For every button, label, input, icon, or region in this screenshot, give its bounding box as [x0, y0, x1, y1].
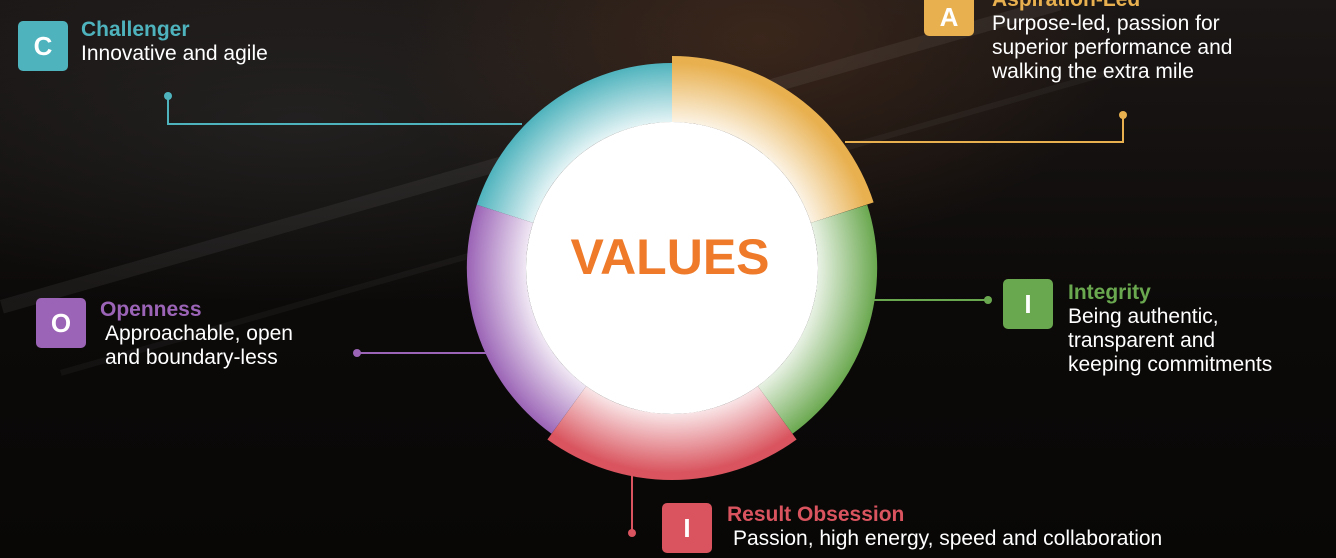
integrity-description: Being authentic, transparent and keeping…	[1068, 305, 1273, 376]
result-connector-dot	[628, 529, 636, 537]
challenger-title: Challenger	[81, 18, 190, 41]
result-obsession-letter: I	[683, 512, 691, 543]
challenger-connector-dot	[164, 92, 172, 100]
integrity-connector-dot	[984, 296, 992, 304]
center-circle	[526, 122, 818, 414]
aspiration-letter: A	[939, 1, 959, 32]
openness-badge: O	[36, 298, 86, 348]
challenger-letter: C	[33, 30, 53, 61]
challenger-description: Innovative and agile	[81, 42, 268, 65]
openness-label: Openness Approachable, open and boundary…	[100, 298, 293, 370]
challenger-label: Challenger Innovative and agile	[81, 18, 268, 66]
challenger-segment	[476, 62, 672, 223]
aspiration-label: Aspiration-Led Purpose-led, passion for …	[992, 0, 1232, 84]
aspiration-badge: A	[924, 0, 974, 36]
aspiration-description: Purpose-led, passion for superior perfor…	[992, 12, 1233, 83]
integrity-badge: I	[1003, 279, 1053, 329]
result-obsession-badge: I	[662, 503, 712, 553]
challenger-badge: C	[18, 21, 68, 71]
integrity-title: Integrity	[1068, 281, 1151, 304]
aspiration-segment	[672, 56, 874, 223]
integrity-letter: I	[1024, 288, 1032, 319]
result-obsession-title: Result Obsession	[727, 503, 905, 526]
openness-segment	[466, 204, 587, 434]
openness-title: Openness	[100, 298, 202, 321]
integrity-label: Integrity Being authentic, transparent a…	[1068, 281, 1272, 377]
aspiration-title: Aspiration-Led	[992, 0, 1232, 12]
challenger-connector-line	[167, 96, 522, 125]
aspiration-connector-dot	[1119, 111, 1127, 119]
result-obsession-description: Passion, high energy, speed and collabor…	[733, 527, 1163, 550]
aspiration-connector-line	[845, 115, 1124, 143]
integrity-segment	[757, 204, 878, 434]
result-obsession-segment	[547, 386, 797, 480]
openness-connector-dot	[353, 349, 361, 357]
openness-description: Approachable, open and boundary-less	[105, 322, 293, 369]
result-obsession-label: Result Obsession Passion, high energy, s…	[727, 503, 1162, 551]
openness-letter: O	[50, 307, 72, 338]
center-title: VALUES	[570, 229, 770, 285]
